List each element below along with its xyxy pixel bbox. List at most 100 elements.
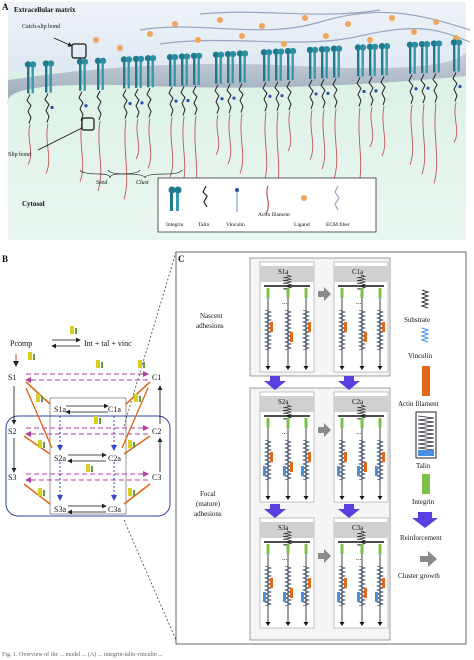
legend-actin-c-text: Actin filament <box>398 400 439 408</box>
node-c1: C1 <box>152 373 161 382</box>
legend-ecm-text: ECM fiber <box>326 221 350 228</box>
integrin-unit <box>378 43 391 157</box>
legend-cluster-growth-glyph <box>420 551 437 567</box>
slip-bond-box <box>81 117 95 131</box>
integrin-unit <box>330 45 343 179</box>
node-s2: S2 <box>8 427 16 436</box>
cluster-ellipsis: ... <box>282 554 288 562</box>
reinforcement-arrows <box>264 376 360 518</box>
adhesion-box-label: S2a <box>278 398 289 406</box>
c1-c1a-diagonal <box>125 381 151 405</box>
legend-actin-text: Actin filament <box>258 211 290 218</box>
legend-actin-glyph <box>265 185 269 215</box>
integrin-unit <box>24 61 37 165</box>
integrin-unit <box>224 50 237 165</box>
adhesion-boxes: S1a...C1a...S2a...C2a...S3a...C3a... <box>259 261 389 629</box>
adhesion-box-label: S1a <box>278 268 289 276</box>
adhesion-box: C3a... <box>333 517 389 629</box>
seed-label: Seed <box>96 180 108 186</box>
legend-talin-text: Talin <box>198 222 209 228</box>
adhesion-box-label: S3a <box>278 524 289 532</box>
slip-bond-pointer <box>37 127 83 151</box>
zoom-line-top <box>123 251 177 427</box>
integrin-unit <box>42 60 55 174</box>
focal-label-line3: adhesions <box>194 510 222 518</box>
legend-ecm-glyph <box>334 185 340 211</box>
adhesion-box: C2a... <box>333 391 389 503</box>
slip-bond-label: Slip bond <box>8 152 31 158</box>
legend-talin-c-glyph <box>415 411 437 459</box>
adhesion-box: S3a... <box>259 517 315 629</box>
legend-reinforcement-glyph <box>412 512 438 528</box>
s1-s1a-diagonal <box>25 381 51 405</box>
cluster-ellipsis: ... <box>356 428 362 436</box>
legend-vinculin-text: Vinculin <box>226 222 245 228</box>
nascent-label-line2: adhesions <box>196 322 224 330</box>
adhesion-box-label: C3a <box>352 524 364 532</box>
ligands <box>93 15 459 51</box>
legend-integrin-glyph <box>168 186 182 211</box>
adhesion-box-label: C2a <box>352 398 364 406</box>
adhesion-box-label: C1a <box>352 268 364 276</box>
legend-vinculin-c-text: Vinculin <box>408 352 433 360</box>
adhesion-box: C1a... <box>333 261 389 373</box>
cell-membrane <box>7 52 466 104</box>
integrin-unit <box>272 48 285 192</box>
integrin-unit <box>166 53 179 178</box>
c2-c2a-diagonal <box>123 435 151 455</box>
legend-ligand-glyph <box>301 195 307 201</box>
cluster-ellipsis: ... <box>282 298 288 306</box>
extracellular-label: Extracellular matrix <box>14 6 76 14</box>
integrin-unit <box>406 41 419 165</box>
cluster-growth-arrows <box>318 287 331 563</box>
integrin-unit <box>354 44 367 188</box>
cluster-ellipsis: ... <box>356 554 362 562</box>
cytosol-label: Cytosol <box>22 200 45 208</box>
integrin-unit <box>94 57 107 191</box>
panel-a-legend-box <box>157 177 377 233</box>
integrin-unit <box>430 40 443 184</box>
mature-region-border <box>5 415 171 517</box>
catch-slip-pointer <box>53 37 73 47</box>
cluster-ellipsis: ... <box>282 428 288 436</box>
pcomp-label: Pcomp <box>10 339 32 348</box>
integrin-unit <box>418 40 431 175</box>
legend-reinforcement-text: Reinforcement <box>400 534 442 542</box>
integrin-unit <box>284 47 297 152</box>
catch-slip-label: Catch-slip bond <box>22 24 60 30</box>
legend-talin-glyph <box>202 185 208 208</box>
nascent-label-line1: Nascent <box>200 312 223 320</box>
node-s2a: S2a <box>54 454 66 463</box>
panel-b-letter: B <box>2 254 8 264</box>
ecm-fibers <box>139 9 471 45</box>
integrin-unit <box>132 55 145 160</box>
integrin-units <box>24 39 463 200</box>
zoom-line-bottom <box>123 519 177 641</box>
legend-cluster-growth-text: Cluster growth <box>398 572 440 580</box>
legend-integrin-c-text: Integrin <box>412 498 435 506</box>
adhesion-box: S2a... <box>259 391 315 503</box>
focal-label-line2: (mature) <box>196 500 221 508</box>
panel-b <box>5 251 177 641</box>
integrin-unit <box>144 55 157 169</box>
legend-actin-c-glyph <box>422 366 430 396</box>
legend-integrin-c-glyph <box>422 474 430 494</box>
reaction-label: Int + tal + vinc <box>84 339 132 348</box>
integrin-unit <box>120 56 133 200</box>
legend-substrate-text: Substrate <box>404 316 430 324</box>
adhesion-box: S1a... <box>259 261 315 373</box>
legend-substrate-glyph <box>420 289 430 309</box>
node-s1: S1 <box>8 373 16 382</box>
panel-a-letter: A <box>2 2 9 12</box>
panel-c: S1a...C1a...S2a...C2a...S3a...C3a... <box>175 251 467 645</box>
focal-label-line1: Focal <box>200 490 216 498</box>
s1-s2a-diagonal <box>25 387 53 449</box>
integrin-unit <box>76 58 89 182</box>
node-s1a: S1a <box>54 405 66 414</box>
seed-brace <box>79 169 141 179</box>
integrin-unit <box>450 39 463 143</box>
legend-vinculin-glyph <box>235 188 239 212</box>
caption: Fig. 1. Overview of the ... model ... (A… <box>2 651 163 658</box>
integrin-unit <box>236 50 249 174</box>
node-c3a: C3a <box>108 505 121 514</box>
